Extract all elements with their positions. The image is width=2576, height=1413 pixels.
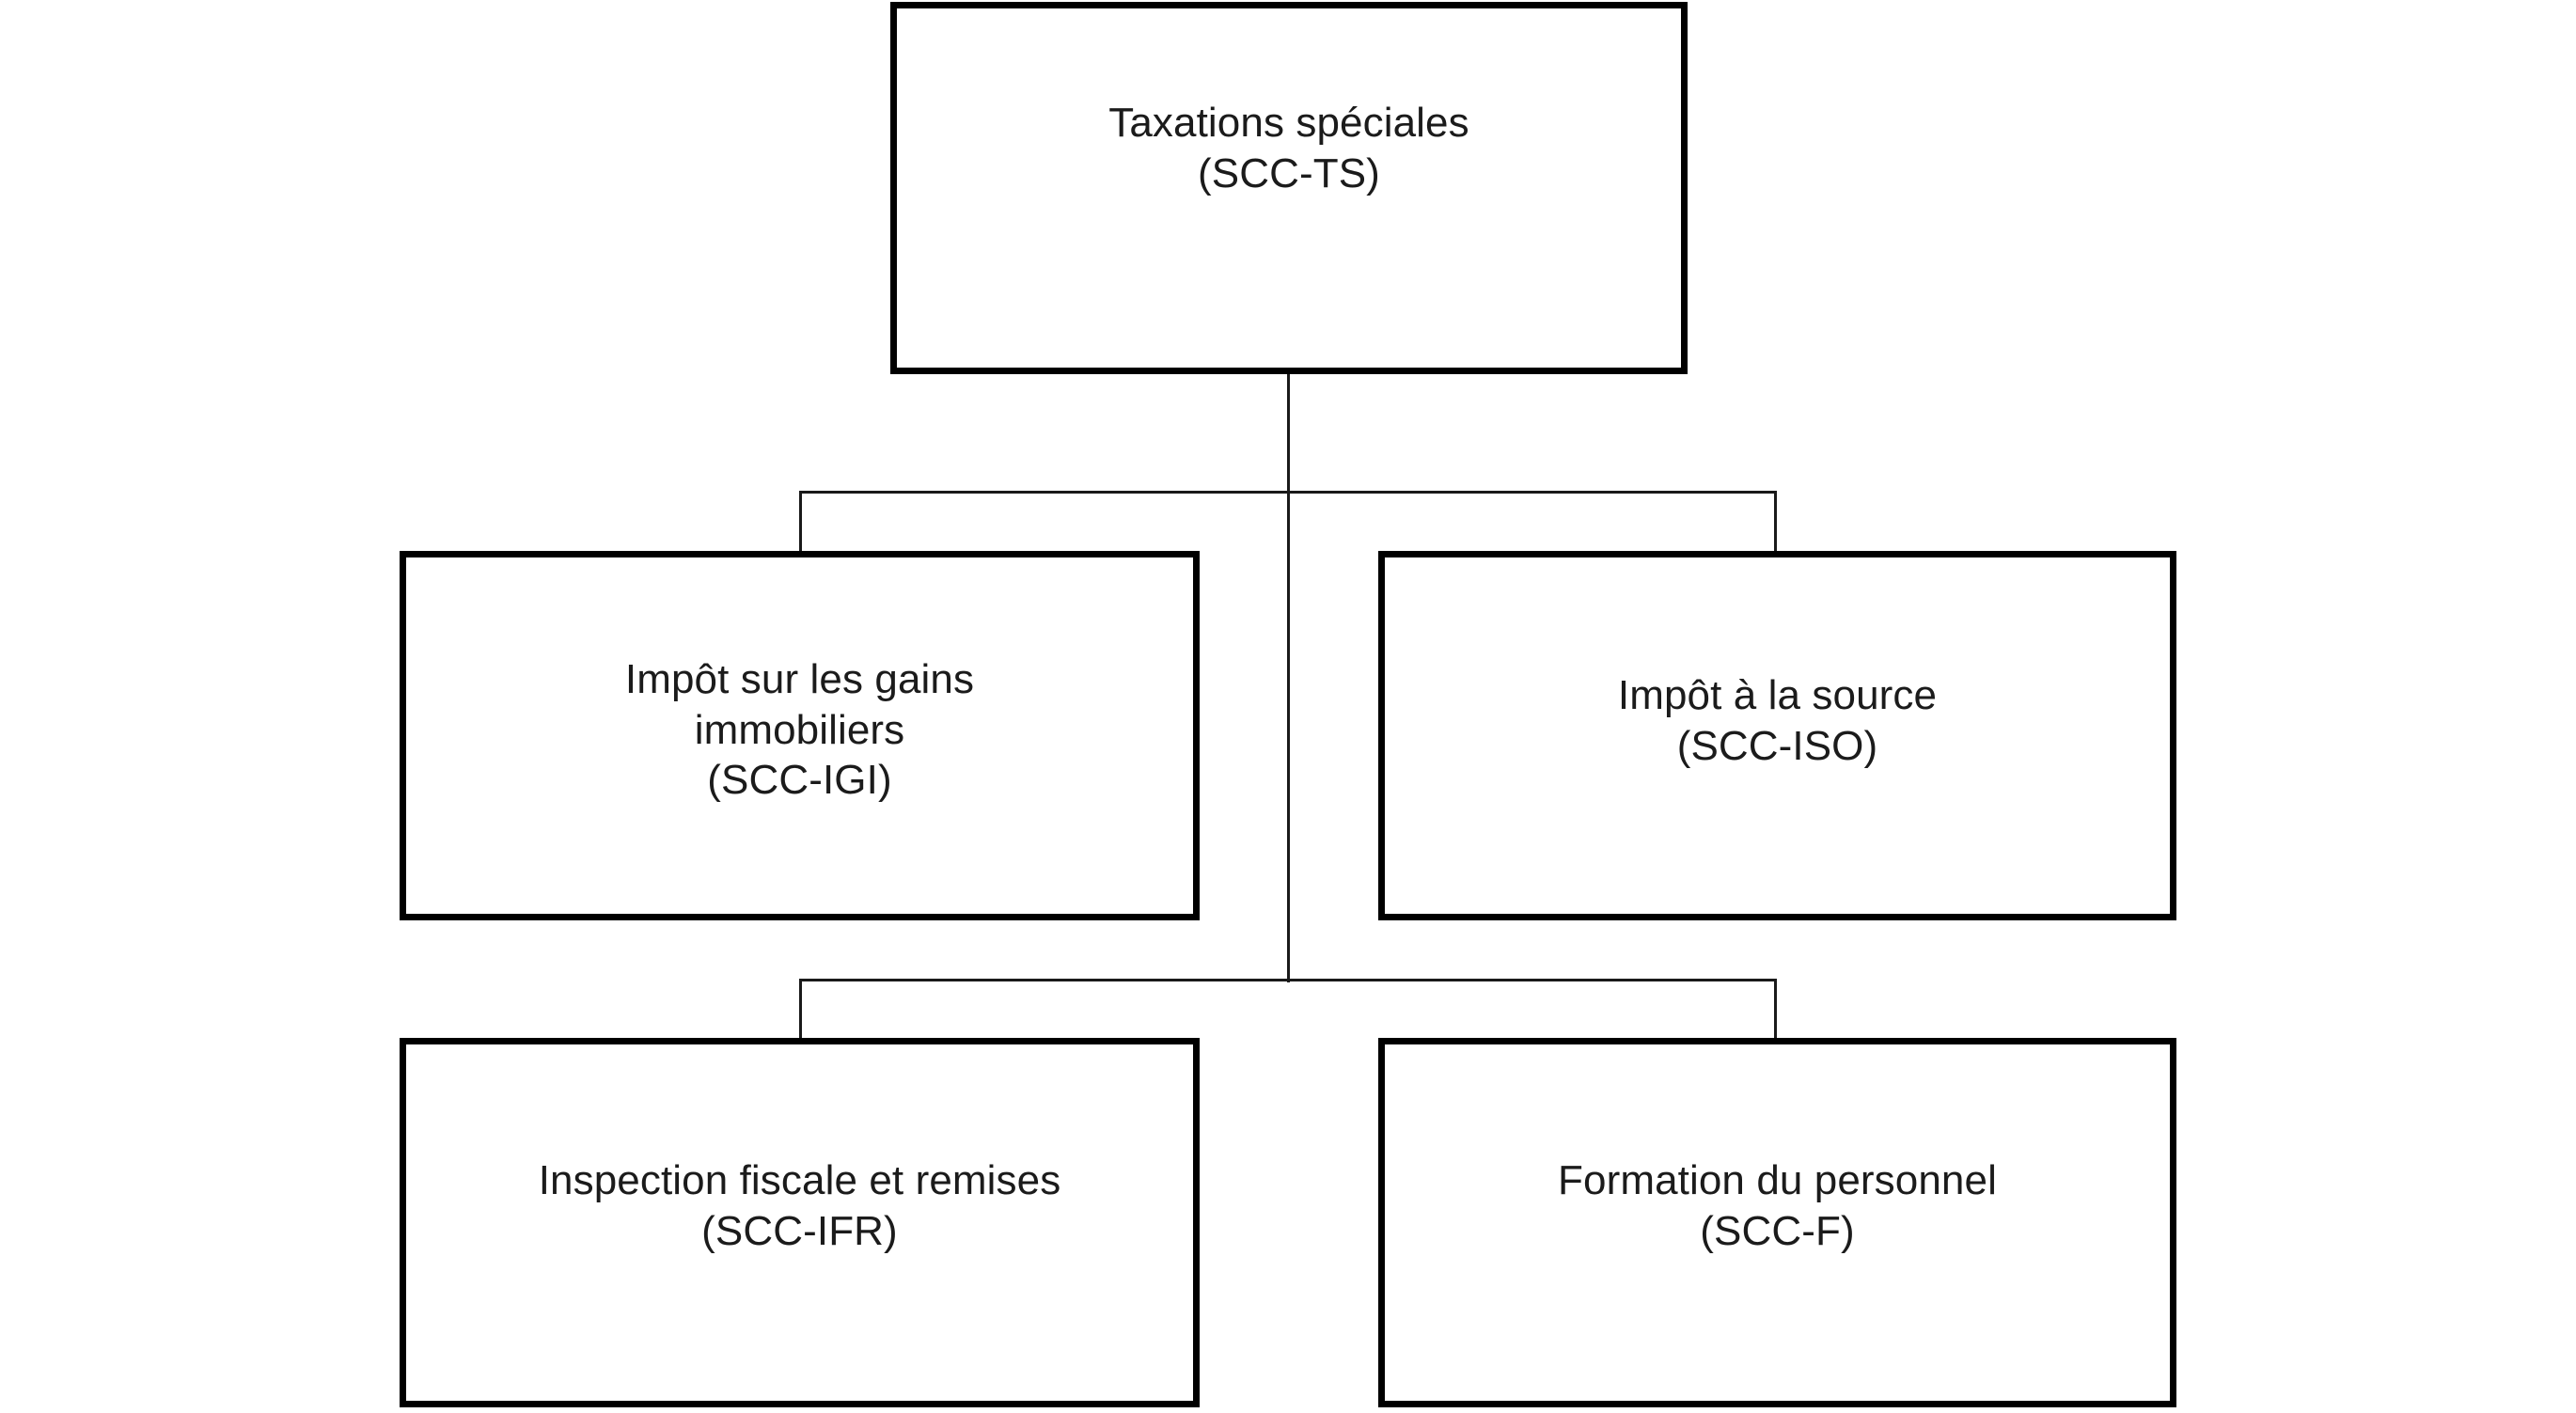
- node-scc-ts[interactable]: Taxations spéciales (SCC-TS): [890, 2, 1688, 374]
- node-scc-f[interactable]: Formation du personnel (SCC-F): [1378, 1038, 2176, 1407]
- connector-bus-level2-horizontal: [799, 491, 1777, 494]
- node-scc-igi-label: Impôt sur les gains immobiliers (SCC-IGI…: [624, 655, 975, 804]
- connector-drop-to-scc-iso: [1774, 491, 1777, 553]
- connector-drop-to-scc-f: [1774, 979, 1777, 1041]
- connector-bus-level3-horizontal: [799, 979, 1777, 981]
- connector-trunk-vertical: [1287, 372, 1290, 982]
- node-scc-iso[interactable]: Impôt à la source (SCC-ISO): [1378, 551, 2176, 920]
- node-scc-igi[interactable]: Impôt sur les gains immobiliers (SCC-IGI…: [400, 551, 1200, 920]
- node-scc-ifr-label: Inspection fiscale et remises (SCC-IFR): [538, 1156, 1061, 1254]
- connector-drop-to-scc-ifr: [799, 979, 802, 1041]
- node-scc-iso-label: Impôt à la source (SCC-ISO): [1617, 671, 1938, 769]
- node-scc-f-label: Formation du personnel (SCC-F): [1558, 1156, 1997, 1254]
- connector-drop-to-scc-igi: [799, 491, 802, 553]
- node-scc-ifr[interactable]: Inspection fiscale et remises (SCC-IFR): [400, 1038, 1200, 1407]
- node-scc-ts-label: Taxations spéciales (SCC-TS): [1108, 100, 1469, 196]
